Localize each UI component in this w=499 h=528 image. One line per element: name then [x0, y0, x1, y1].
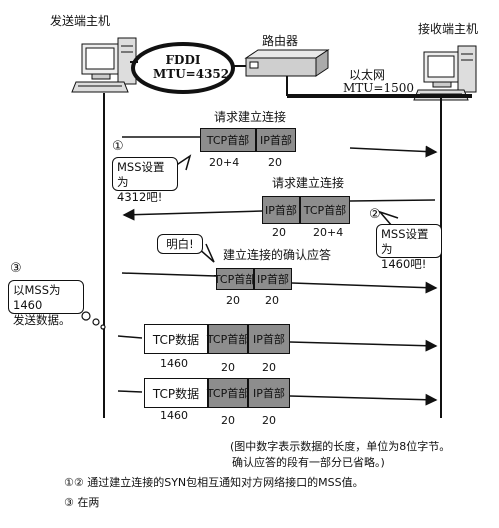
- ack-ip-size: 20: [265, 294, 279, 307]
- step3-marker: ③: [10, 261, 22, 276]
- sender-host-label: 发送端主机: [50, 14, 111, 28]
- ack-ip-header: IP首部: [254, 268, 292, 290]
- ack-tcp-size: 20: [226, 294, 240, 307]
- data2-payload-size: 1460: [160, 409, 188, 422]
- fddi-mtu-label: MTU=4352: [153, 67, 230, 81]
- understood-text: 明白!: [166, 237, 194, 251]
- syn1-ip-size: 20: [268, 156, 282, 169]
- syn2-ip-size: 20: [272, 226, 286, 239]
- syn2-tcp-header: TCP首部: [300, 196, 350, 224]
- data1-ip-header: IP首部: [248, 324, 290, 354]
- ethernet-label: 以太网: [349, 68, 386, 82]
- router-icon: [244, 49, 330, 77]
- ethernet-mtu-label: MTU=1500: [343, 81, 414, 95]
- ack-label: 建立连接的确认应答: [223, 248, 332, 262]
- send-mss-callout: 以MSS为1460 发送数据。: [8, 280, 84, 327]
- mss-4312-callout: MSS设置为 4312吧!: [112, 157, 178, 204]
- step1-marker: ①: [112, 139, 124, 154]
- data2-tcp-size: 20: [221, 414, 235, 427]
- send-line2: 发送数据。: [13, 313, 71, 327]
- receiver-host-label: 接收端主机: [418, 22, 479, 36]
- data1-tcp-size: 20: [221, 361, 235, 374]
- receiver-computer-icon: [413, 45, 477, 101]
- mss2-line2: 1460吧!: [381, 257, 427, 271]
- sender-computer-icon: [71, 37, 137, 93]
- data2-tcp-header: TCP首部: [207, 378, 249, 408]
- mss1-line2: 4312吧!: [117, 190, 163, 204]
- syn1-ip-header: IP首部: [256, 128, 296, 152]
- syn1-label: 请求建立连接: [214, 110, 287, 124]
- ack-tcp-header: TCP首部: [214, 268, 256, 290]
- syn1-tcp-size: 20+4: [209, 156, 240, 169]
- syn2-tcp-size: 20+4: [313, 226, 344, 239]
- fddi-label: FDDI: [165, 53, 201, 67]
- mss2-line1: MSS设置为: [381, 227, 429, 256]
- data2-ip-header: IP首部: [248, 378, 290, 408]
- understood-callout: 明白!: [157, 234, 203, 254]
- data2-payload: TCP数据: [144, 378, 208, 408]
- data1-ip-size: 20: [262, 361, 276, 374]
- data1-payload-size: 1460: [160, 357, 188, 370]
- syn2-ip-header: IP首部: [262, 196, 300, 224]
- step2-marker: ②: [369, 207, 381, 222]
- note-line2: 确认应答的段有一部分已省略。): [232, 456, 385, 469]
- caption-1: ①② 通过建立连接的SYN包相互通知对方网络接口的MSS值。: [64, 476, 364, 489]
- mss1-line1: MSS设置为: [117, 160, 165, 189]
- data2-ip-size: 20: [262, 414, 276, 427]
- mss-1460-callout: MSS设置为 1460吧!: [376, 224, 442, 271]
- fddi-ring-icon: [131, 42, 235, 94]
- syn1-tcp-header: TCP首部: [200, 128, 256, 152]
- syn2-label: 请求建立连接: [272, 176, 345, 190]
- caption-2: ③ 在两: [64, 496, 100, 509]
- send-line1: 以MSS为1460: [13, 283, 61, 312]
- data1-payload: TCP数据: [144, 324, 208, 354]
- router-label: 路由器: [262, 34, 299, 48]
- note-line1: (图中数字表示数据的长度，单位为8位字节。: [230, 440, 451, 453]
- data1-tcp-header: TCP首部: [207, 324, 249, 354]
